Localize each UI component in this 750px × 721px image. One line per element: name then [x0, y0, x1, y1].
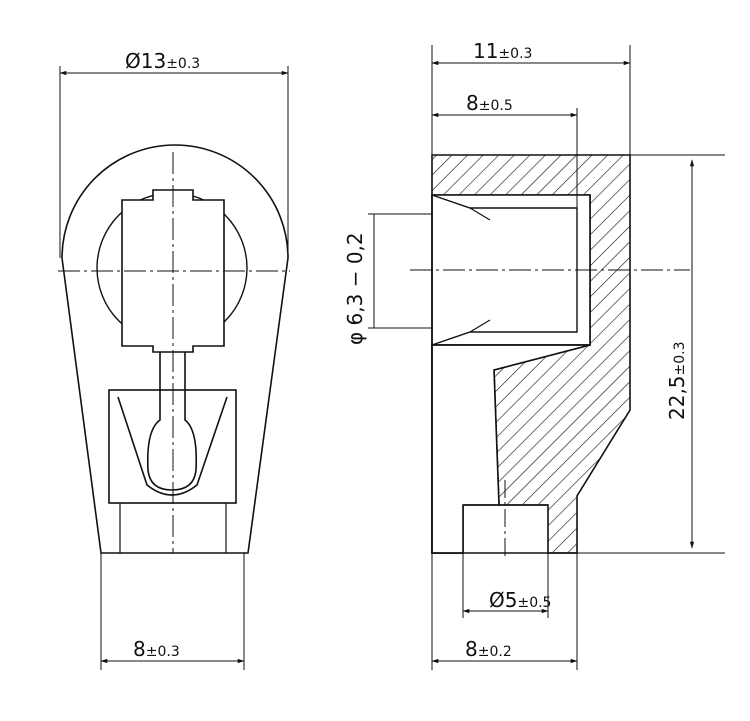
front-dim-bottom-label: 8±0.3: [133, 637, 180, 661]
section-dim-top-inner-label: 8±0.5: [466, 91, 513, 115]
front-outline: [61, 144, 289, 554]
section-dim-bottom-label: 8±0.2: [465, 637, 512, 661]
section-dim-left-label: φ 6,3 − 0,2: [343, 232, 367, 345]
front-tongue: [146, 400, 198, 491]
section-dim-hole-label: Ø5±0.5: [489, 588, 551, 612]
front-dim-top-label: Ø13±0.3: [125, 49, 200, 73]
section-view: [368, 45, 725, 670]
section-dim-top-outer-label: 11±0.3: [473, 39, 532, 63]
section-dim-right-label: 22,5±0.3: [665, 341, 689, 420]
front-v-shape: [117, 396, 228, 496]
front-stem: [159, 352, 186, 400]
front-view: [58, 66, 290, 670]
